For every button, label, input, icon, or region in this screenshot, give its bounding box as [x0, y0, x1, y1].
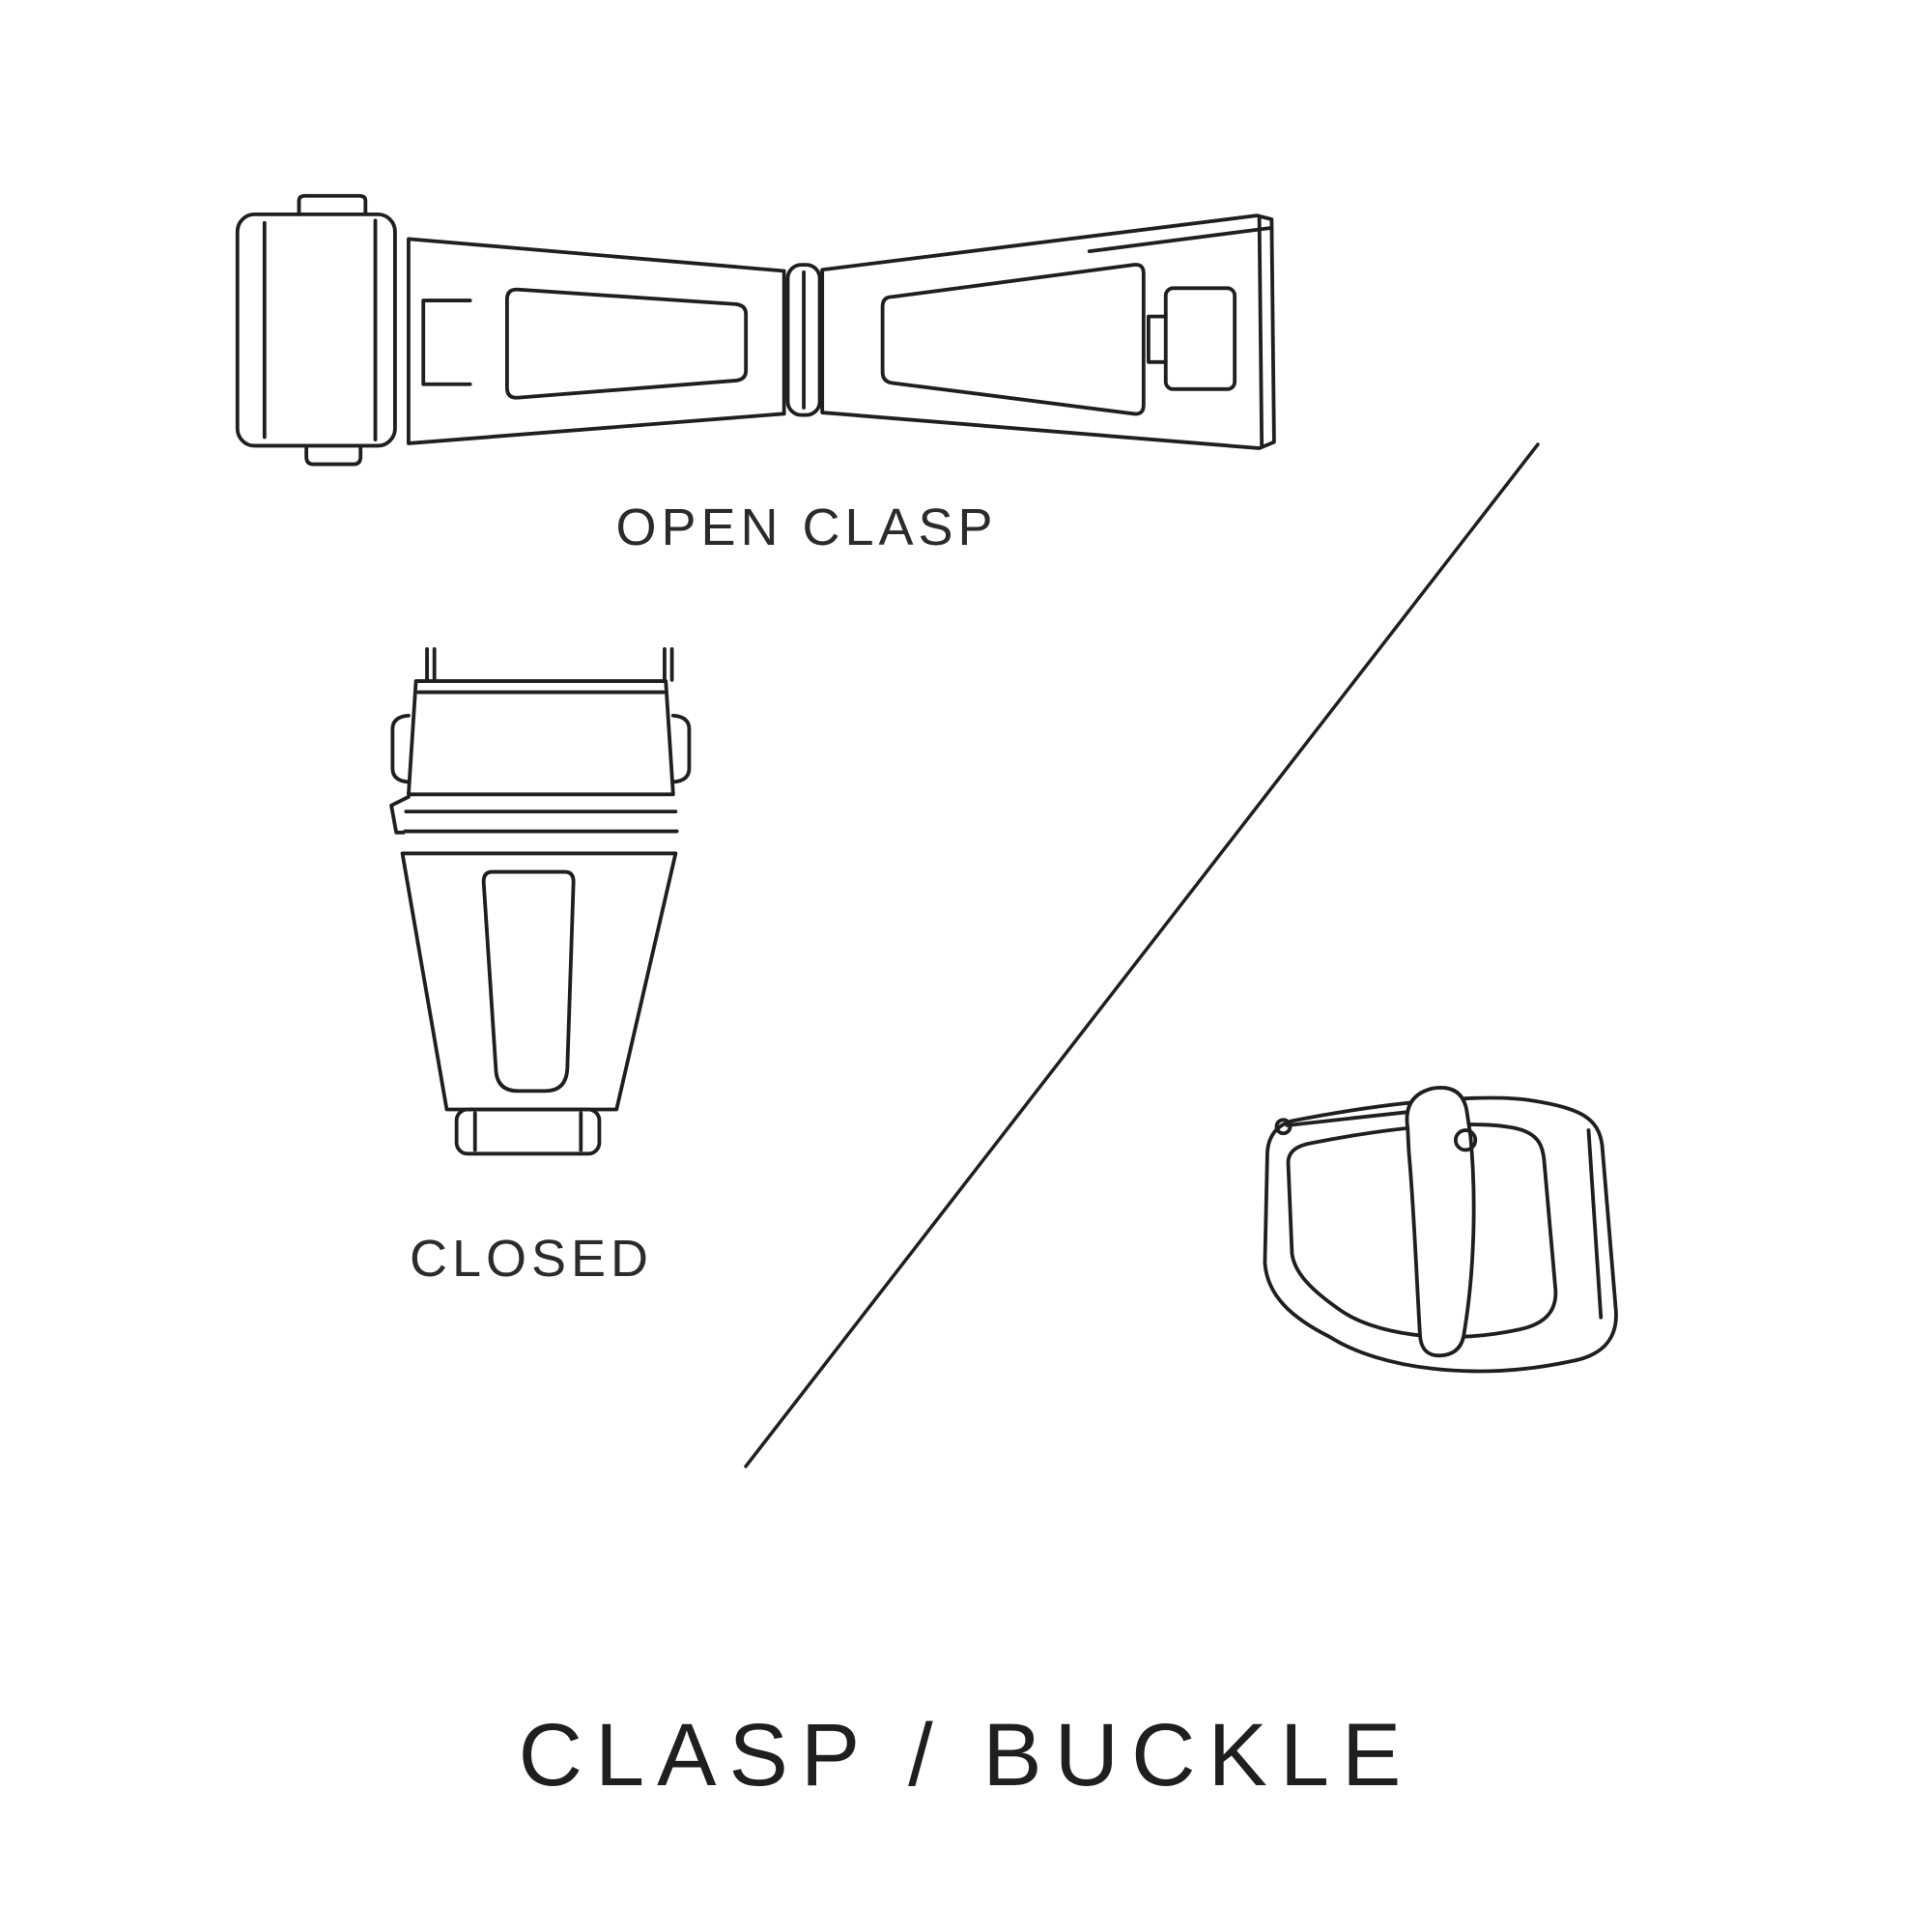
open-clasp-illustration [235, 193, 1276, 467]
closed-clasp-illustration [389, 647, 692, 1156]
tang-buckle-illustration [1263, 1086, 1618, 1374]
closed-clasp-label: CLOSED [409, 1230, 654, 1288]
open-clasp-label: OPEN CLASP [615, 498, 998, 556]
diagram-title: CLASP / BUCKLE [518, 1706, 1414, 1804]
